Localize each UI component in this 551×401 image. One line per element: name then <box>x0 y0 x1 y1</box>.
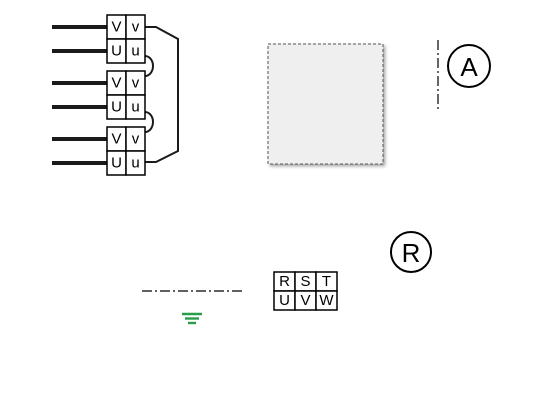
marker-label: R <box>402 238 421 268</box>
terminal-label: S <box>300 273 310 290</box>
terminal-label: V <box>111 131 121 148</box>
terminal-label: v <box>132 131 140 148</box>
terminal-label: V <box>111 75 121 92</box>
ground-icon <box>182 312 202 325</box>
motor-terminal-block-1: V v U u <box>106 14 146 64</box>
jumper-loop-1 <box>144 55 154 77</box>
terminal-label: u <box>131 155 139 172</box>
terminal-label: R <box>279 273 290 290</box>
jumper-loop-2 <box>144 111 154 133</box>
marker-circle <box>447 44 491 88</box>
terminal-cell <box>125 150 146 176</box>
marker-r: R <box>390 231 432 273</box>
terminal-label: v <box>132 75 140 92</box>
terminal-label: U <box>111 155 122 172</box>
supply-terminal-block: R S T U V W <box>273 271 338 311</box>
marker-a: A <box>447 44 491 88</box>
lead-wires <box>52 25 107 165</box>
marker-label: A <box>460 52 478 82</box>
terminal-label: V <box>111 19 121 36</box>
bracket-link <box>145 26 179 163</box>
grey-panel <box>267 43 384 165</box>
terminal-cell <box>315 290 338 311</box>
terminal-links <box>144 26 179 163</box>
terminal-label: U <box>111 99 122 116</box>
terminal-label: u <box>131 43 139 60</box>
motor-terminal-block-2: V v U u <box>106 70 146 120</box>
terminal-label: W <box>319 292 334 309</box>
terminal-label: U <box>111 43 122 60</box>
terminal-label: u <box>131 99 139 116</box>
terminal-label: U <box>279 292 290 309</box>
terminal-label: T <box>322 273 331 290</box>
motor-terminal-block-3: V v U u <box>106 126 146 176</box>
terminal-cell <box>125 94 146 120</box>
terminal-label: V <box>300 292 310 309</box>
marker-circle <box>390 231 432 273</box>
terminal-cell <box>125 38 146 64</box>
terminal-label: v <box>132 19 140 36</box>
